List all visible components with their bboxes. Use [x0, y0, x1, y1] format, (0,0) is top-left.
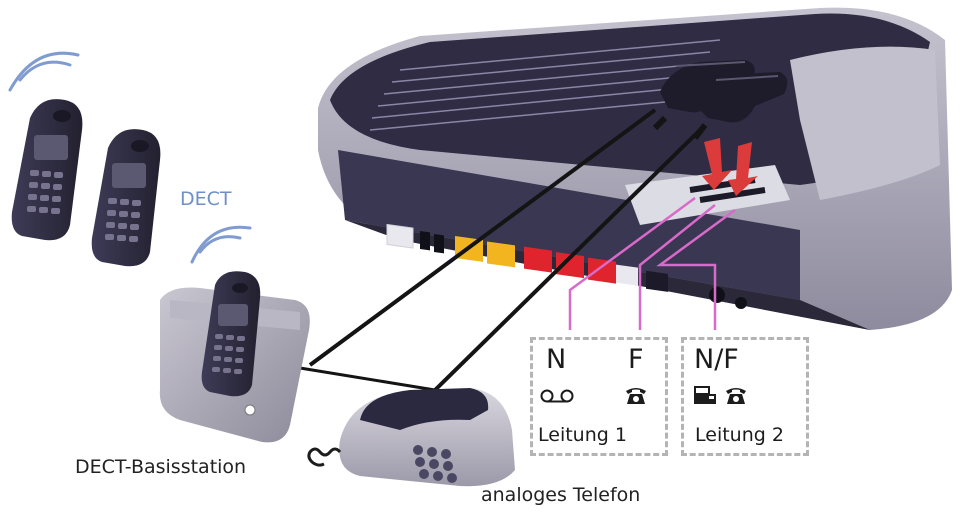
- line2-label: Leitung 2: [695, 424, 784, 446]
- port-n-label: N: [546, 344, 567, 375]
- plugs: [660, 60, 788, 196]
- base-station-label: DECT-Basisstation: [75, 456, 247, 478]
- line1-label: Leitung 1: [538, 424, 627, 446]
- dect-handset-2: [91, 129, 161, 267]
- port-f-label: F: [628, 344, 644, 375]
- cables: [299, 108, 708, 397]
- line1-box: [530, 337, 668, 456]
- port-nf-label: N/F: [694, 344, 739, 375]
- answering-machine-icon: [540, 389, 574, 403]
- dect-label: DECT: [180, 188, 232, 210]
- dect-base-station: [159, 271, 310, 443]
- analog-phone-label: analoges Telefon: [481, 484, 641, 506]
- telephone-icon: [726, 388, 746, 404]
- router: [318, 7, 952, 330]
- line2-box: [681, 337, 809, 456]
- fax-icon: [694, 386, 716, 404]
- dect-handset-1: [11, 99, 83, 241]
- connector-lines: [568, 196, 736, 330]
- telephone-icon: [626, 388, 646, 404]
- analog-phone: [307, 388, 515, 487]
- radio-waves-icon: [8, 51, 252, 264]
